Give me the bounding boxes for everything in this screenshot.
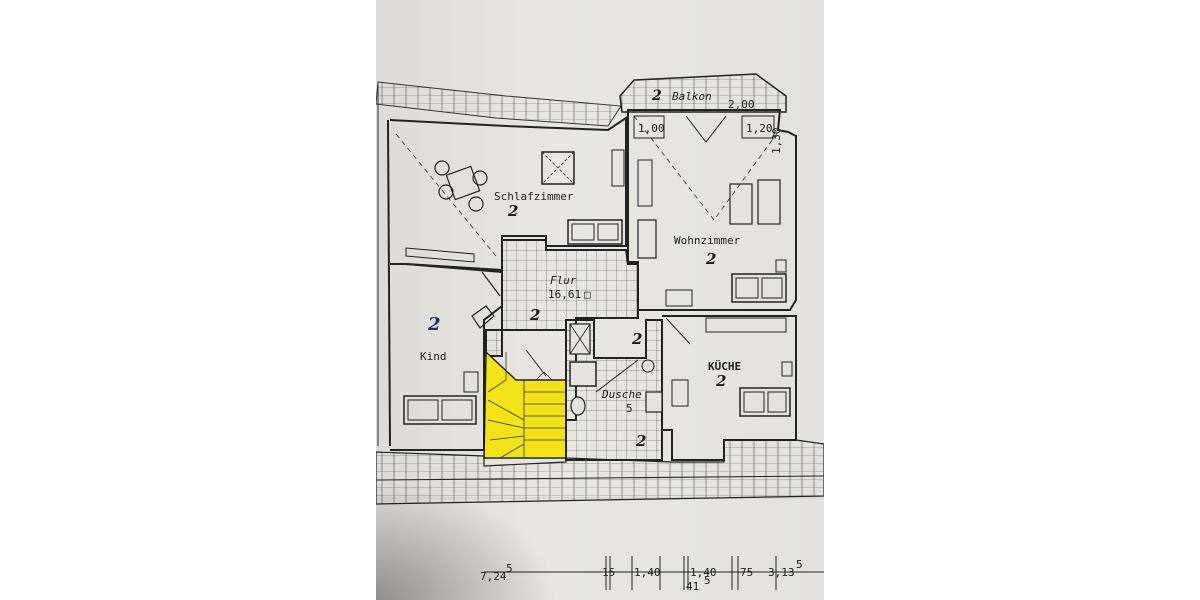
dim-sup: 5 (796, 558, 803, 571)
bed (403, 395, 477, 425)
kitchen-door (665, 317, 691, 345)
stair-arrow (525, 349, 547, 377)
nightstand (463, 371, 479, 393)
roof-band-top (376, 81, 622, 127)
bed (567, 219, 623, 245)
pillow (767, 391, 787, 413)
room-mark-wohnzimmer: 2 (705, 250, 716, 268)
pillow (761, 277, 783, 299)
chair (472, 170, 488, 186)
room-mark-schlafzimmer: 2 (507, 202, 518, 220)
pillow (743, 391, 765, 413)
room-label-wohnzimmer: Wohnzimmer (674, 234, 741, 247)
window-dim-side: 1,30 (770, 128, 783, 155)
stair-treads (487, 352, 566, 459)
room-label-balkon: Balkon (672, 90, 712, 103)
shower-cross (569, 323, 591, 355)
room-mark-flur: 2 (529, 306, 540, 324)
room-mark-kind: 2 (427, 314, 441, 335)
area-unit-flur: □ (584, 288, 591, 301)
window-left (633, 115, 665, 139)
table (665, 289, 693, 307)
schlafzimmer-diagonal (395, 133, 497, 257)
balcony-door (685, 115, 727, 143)
bed (731, 273, 787, 303)
room-mark-dusche-bottom: 2 (635, 432, 646, 450)
washbasin (569, 361, 597, 387)
outer-wall-left (387, 119, 391, 447)
pillow (597, 223, 619, 241)
room-mark-dusche-top: 2 (631, 330, 642, 348)
toilet (570, 396, 586, 416)
cabinet (637, 159, 653, 207)
dim-label: 7,24 (480, 570, 507, 583)
wohnzimmer-walls (627, 109, 797, 311)
skylight-cross (541, 151, 575, 185)
dim-sup: 5 (506, 562, 513, 575)
skylight (541, 151, 575, 185)
nightstand (775, 259, 787, 273)
chair (468, 196, 484, 212)
room-area-dusche: 5 (626, 402, 633, 415)
window-right (741, 115, 775, 139)
cabinet (637, 219, 657, 259)
room-area-balkon: 2,00 (728, 98, 755, 111)
pillow (571, 223, 595, 241)
dim-label: 75 (740, 566, 753, 579)
dim-label: 41 (686, 580, 699, 593)
window-dim-right: 1,20 (746, 122, 773, 135)
chair (434, 160, 450, 176)
kind-door (471, 271, 501, 329)
pillow (441, 399, 473, 421)
room-label-kueche: KÜCHE (708, 359, 741, 373)
sink (645, 391, 663, 413)
pillow (735, 277, 759, 299)
room-label-flur: Flur (550, 274, 577, 287)
dim-label: 1,40 (634, 566, 661, 579)
balcony (619, 73, 787, 113)
bath-door (595, 359, 639, 393)
shadow (376, 470, 576, 600)
room-mark-kueche: 2 (715, 372, 726, 390)
room-label-schlafzimmer: Schlafzimmer (494, 190, 574, 203)
floor-plan: Schlafzimmer 2 Wohnzimmer 2 Kind 2 Flur … (376, 73, 824, 600)
dim-label: 3,13 (768, 566, 795, 579)
dim-sup: 5 (704, 574, 711, 587)
room-label-kind: Kind (420, 350, 447, 363)
armchair (729, 183, 753, 225)
window-dim-left: 1,00 (638, 122, 665, 135)
pillow (407, 399, 439, 421)
dim-label: 1,40 (690, 566, 717, 579)
room-mark-balkon: 2 (651, 88, 662, 104)
sofa (757, 179, 781, 225)
kitchen-cabinet (671, 379, 689, 407)
bed (739, 387, 791, 417)
room-label-dusche: Dusche (601, 388, 642, 401)
nightstand (611, 149, 625, 187)
floor-plan-paper: Schlafzimmer 2 Wohnzimmer 2 Kind 2 Flur … (376, 0, 824, 600)
bath-fixture (641, 359, 655, 373)
kitchen-counter (705, 317, 787, 333)
room-area-flur: 16,61 (548, 288, 581, 301)
nightstand (781, 361, 793, 377)
flur-hallway (485, 239, 639, 421)
chair (438, 184, 454, 200)
kind-door-frame (405, 247, 475, 263)
dim-label: 15 (602, 566, 615, 579)
